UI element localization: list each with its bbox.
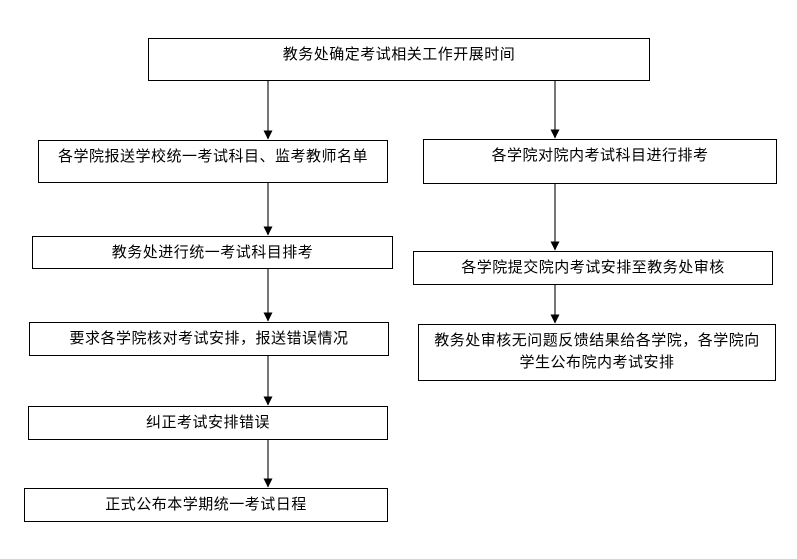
flow-node-label: 要求各学院核对考试安排，报送错误情况 xyxy=(69,330,349,347)
flow-node-submit-internal-for-review: 各学院提交院内考试安排至教务处审核 xyxy=(413,251,773,285)
flow-node-label: 各学院报送学校统一考试科目、监考教师名单 xyxy=(57,148,368,165)
flow-node-label: 正式公布本学期统一考试日程 xyxy=(105,496,307,513)
flow-node-label: 纠正考试安排错误 xyxy=(145,414,270,431)
flow-node-label: 各学院提交院内考试安排至教务处审核 xyxy=(461,259,725,276)
flow-node-label: 教务处进行统一考试科目排考 xyxy=(111,244,314,261)
flow-node-start-label: 教务处确定考试相关工作开展时间 xyxy=(282,46,516,63)
flow-node-label: 各学院对院内考试科目进行排考 xyxy=(491,147,709,164)
flow-node-review-feedback-publish: 教务处审核无问题反馈结果给各学院，各学院向学生公布院内考试安排 xyxy=(418,324,776,381)
flow-node-publish-unified-schedule: 正式公布本学期统一考试日程 xyxy=(24,488,388,522)
flow-node-colleges-schedule-internal: 各学院对院内考试科目进行排考 xyxy=(423,139,777,184)
flow-node-label: 教务处审核无问题反馈结果给各学院，各学院向学生公布院内考试安排 xyxy=(434,332,760,371)
flow-node-office-schedules-unified: 教务处进行统一考试科目排考 xyxy=(32,236,393,269)
flow-node-report-unified-subjects: 各学院报送学校统一考试科目、监考教师名单 xyxy=(38,140,388,183)
flow-node-correct-errors: 纠正考试安排错误 xyxy=(28,406,388,440)
flow-node-colleges-verify-schedule: 要求各学院核对考试安排，报送错误情况 xyxy=(29,322,389,356)
flow-node-start: 教务处确定考试相关工作开展时间 xyxy=(148,38,650,81)
